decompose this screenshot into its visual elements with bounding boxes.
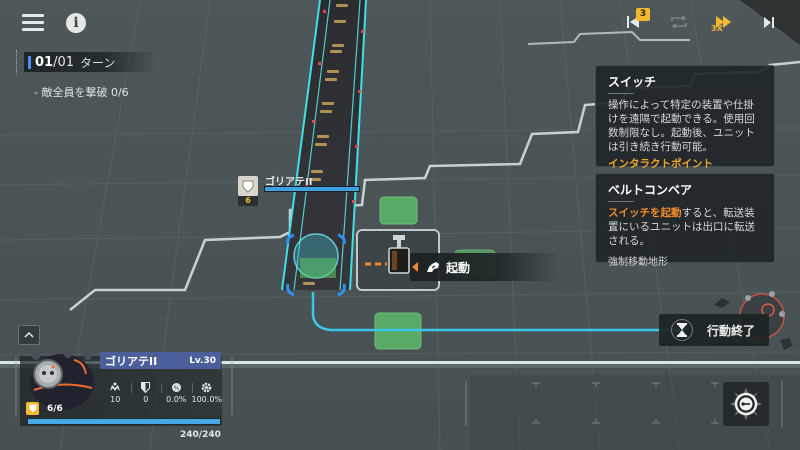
shield-icon <box>29 404 36 413</box>
info-button[interactable]: i <box>66 13 86 33</box>
shield-value: 6/6 <box>47 403 63 414</box>
stat-crit-rate: % 0.0% <box>161 381 192 404</box>
turn-accent-bar <box>28 55 31 69</box>
auto-battle-button[interactable] <box>669 12 689 32</box>
svg-text:%: % <box>173 385 179 392</box>
hourglass-icon <box>677 323 687 337</box>
undo-count-badge: 3 <box>636 8 650 21</box>
unit-shield: 6/6 <box>26 402 63 415</box>
unit-level: Lv.30 <box>189 355 216 366</box>
auto-repeat-icon <box>671 16 687 28</box>
unit-name: ゴリアテII <box>105 354 158 368</box>
mission-objective: - 敵全員を撃破 0/6 <box>34 86 129 99</box>
pointer-arrow-icon <box>412 262 418 272</box>
belt-description-highlight: スイッチを起動 <box>608 207 682 219</box>
belt-info-panel: ベルトコンベア スイッチを起動すると、転送装置にいるユニットは出口に転送される。… <box>595 173 775 268</box>
hamburger-menu-icon <box>22 14 44 17</box>
attack-icon <box>110 382 121 391</box>
belt-title: ベルトコンベア <box>608 183 693 197</box>
stat-defense: 0 <box>130 381 162 404</box>
shield-count: 6 <box>238 196 258 206</box>
skip-button[interactable] <box>760 12 778 32</box>
activate-label: 起動 <box>446 260 471 275</box>
interact-skill-button[interactable] <box>723 382 769 426</box>
unit-name-bar: ゴリアテII Lv.30 <box>100 352 221 369</box>
switch-info-panel: スイッチ 操作によって特定の装置や仕掛けを遠隔で起動できる。使用回数制限なし。起… <box>595 65 775 170</box>
turn-bracket <box>16 50 18 74</box>
shield-badge <box>238 176 258 196</box>
belt-description-rest: すると、転送装置にいるユニットは出口に転送される。 <box>608 207 755 247</box>
end-action-label: 行動終了 <box>707 323 756 338</box>
map-unit-hp-bar <box>264 186 360 192</box>
speed-button[interactable] <box>710 12 736 32</box>
defense-icon <box>141 381 151 393</box>
unit-hp-text: 240/240 <box>180 430 221 440</box>
map-unit-name: ゴリアテII <box>265 177 313 188</box>
crit-rate-icon: % <box>171 382 181 392</box>
unit-portrait[interactable] <box>26 346 98 412</box>
unit-stats: 10 0 % 0.0% 100.0% <box>100 381 222 404</box>
stat-attack: 10 <box>100 381 131 404</box>
activate-switch-button[interactable]: 起動 <box>410 253 560 281</box>
stat-crit-damage: 100.0% <box>191 381 222 404</box>
turn-counter: 01 /01 ターン <box>24 52 158 72</box>
belt-tag: 強制移動地形 <box>608 257 668 268</box>
switch-description: 操作によって特定の装置や仕掛けを遠隔で起動できる。使用回数制限なし。起動後、ユニ… <box>608 99 755 153</box>
chevron-up-icon <box>24 332 34 338</box>
turn-total: /01 <box>53 54 75 70</box>
shield-icon <box>242 180 254 193</box>
crit-damage-icon <box>202 382 212 392</box>
end-action-button[interactable]: 行動終了 <box>659 314 769 346</box>
hand-tap-icon <box>427 262 439 272</box>
switch-title: スイッチ <box>608 75 657 89</box>
unit-hp-bar <box>27 418 221 425</box>
switch-tag: インタラクトポイント <box>608 158 713 170</box>
speed-label: 3X <box>711 24 723 33</box>
map-unit-tag[interactable]: 6 ゴリアテII <box>238 176 360 206</box>
belt-description: スイッチを起動すると、転送装置にいるユニットは出口に転送される。 <box>608 206 764 248</box>
collapse-panel-button[interactable] <box>18 325 40 345</box>
info-icon: i <box>73 15 79 31</box>
turn-label: ターン <box>80 55 116 70</box>
turn-current: 01 <box>35 54 54 70</box>
menu-button[interactable] <box>22 14 44 34</box>
fast-forward-icon <box>716 16 731 28</box>
interact-skill-icon <box>730 388 762 420</box>
skip-end-icon <box>764 16 774 28</box>
